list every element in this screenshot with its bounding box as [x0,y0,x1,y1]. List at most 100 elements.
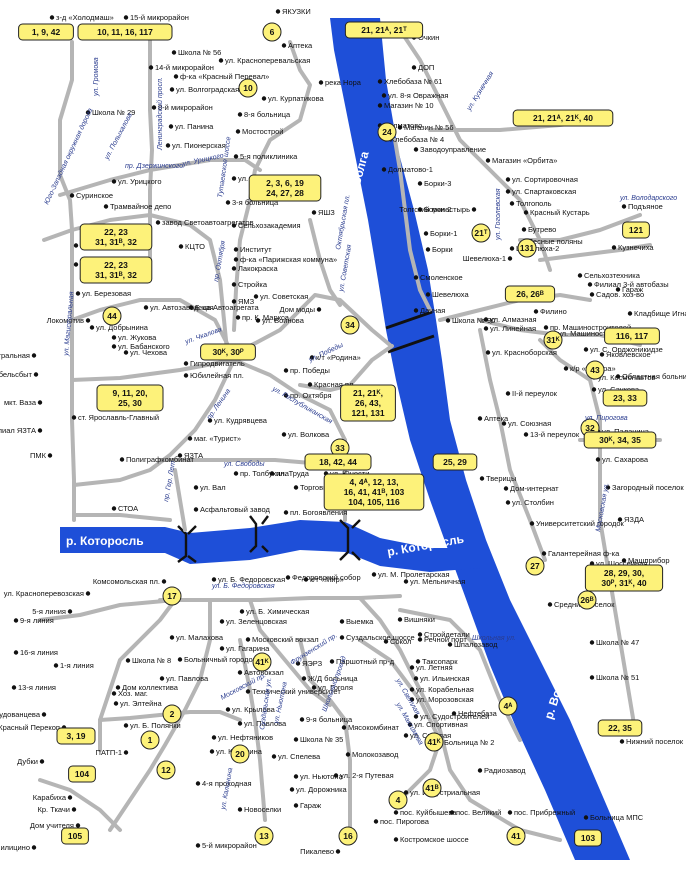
bridge-kotorosl-1 [177,525,197,563]
stop: ул. Мельничная [403,577,465,586]
route-numbers: 25, 29 [443,457,467,467]
stop-dot [41,712,47,717]
stop-dot [621,558,627,563]
stop-label: ул. Судостроителей [420,712,489,721]
stop-label: Асфальтовый завод [200,505,270,514]
route-rect [597,719,643,737]
route-rect [304,453,372,471]
stop-label: 15-й микрорайон [130,13,189,22]
route-circle [543,330,563,350]
stop-label: ПМК [30,451,47,460]
stop: пос. Прибрежный [507,808,575,817]
stop: ул. Спартаковская [505,187,576,196]
street-label: пр. Дзержинского [125,163,183,170]
stop-label: Красная пл. [314,380,355,389]
stop-label: ст. Ярославль-Главный [78,413,159,422]
stop-dot [521,227,527,232]
stop-dot [547,602,553,607]
stop-dot [103,204,109,209]
stop-dot [111,179,117,184]
stop: Нижний поселок [619,737,684,746]
stop-label: Кр. Ткачи [37,805,70,814]
route-box-b28: 25, 29 [432,453,478,471]
stop: ул. Добрынина [89,323,149,332]
stop: ул. Магистральная [0,351,37,360]
stop-label: Нефтебаза [458,709,498,718]
route-box-b38: 1 [140,730,160,750]
stop: Ж/Д больница [301,674,358,683]
stop: Хлебобаза № 61 [377,77,442,86]
stop: пр. Октября [283,391,332,400]
stop: Молокозавод [345,750,399,759]
stop: 13-я линия [11,683,56,692]
route-numbers: 1, 9, 42 [32,27,61,37]
stop: Садов. хоз-во [589,290,644,299]
stop-dot [449,810,455,815]
stop-label: 9-я больница [306,715,353,724]
stop-label: Ж/Д больница [308,674,358,683]
stop-dot [75,823,81,828]
route-rect [79,256,153,284]
stop-label: Подъяное [628,202,663,211]
route-number: 27 [530,561,540,571]
stop-dot [53,663,59,668]
stop-dot [381,93,387,98]
stop: Дом-интернат [503,484,559,493]
stop: Подъяное [621,202,663,211]
stop-dot [39,759,45,764]
stop: Борки [425,245,453,254]
stop-label: 9-я линия [20,616,54,625]
stop: 1-я линия [53,661,94,670]
stop: ул. Крылова [225,705,276,714]
stop-dot [31,353,37,358]
route-numbers: 10, 11, 16, 117 [97,27,153,37]
stop: Шевелюха-2 [509,244,559,253]
stop: Красная пл. [307,380,355,389]
route-number: 16 [343,831,353,841]
stop: Школа № 47 [589,638,639,647]
stop-dot [505,189,511,194]
stop: Борки-2 [417,205,451,214]
route-circle [471,223,491,243]
stop: ЯМЗ [231,297,255,306]
street-label: Октябрьская пл. [334,194,352,251]
stop-dot [316,307,322,312]
stop-label: Вишняки [404,615,435,624]
stop-label: Гараж [622,285,643,294]
stop: ул. Элтейна [113,699,163,708]
route-numbers: 104, 105, 116 [348,497,400,507]
stop-dot [417,632,423,637]
route-rect [61,827,89,845]
stop-dot [283,368,289,373]
stop-dot [413,714,419,719]
stop-dot [417,181,423,186]
stop-dot [345,752,351,757]
stop-label: ул. Гагарина [226,644,270,653]
route-rect [323,473,425,511]
stop-dot [233,257,239,262]
route-box-b44: 4 [388,790,408,810]
stop-dot [293,774,299,779]
stop-label: Университетский городок [536,519,625,528]
stop-dot [293,737,299,742]
stop-label: 13-й переулок [530,430,580,439]
stop: Гараж [615,285,643,294]
stop: Толгополь [509,199,552,208]
stop: Дом моды [279,305,322,314]
route-numbers: 30ᴾ, 31ᴷ, 40 [601,578,647,588]
stop-label: Борки-2 [424,205,451,214]
stop-label: ул. Гудованцева [0,710,41,719]
route-number: 10 [243,83,253,93]
stop-dot [195,843,201,848]
stop-dot [231,176,237,181]
stop-dot [505,177,511,182]
stop-label: Школа № 56 [178,48,221,57]
route-numbers: 116, 117 [616,331,648,341]
stop: Дубки [17,757,45,766]
stop-label: Школа № 35 [300,735,343,744]
stop: Загородный поселок [605,483,684,492]
stop-label: Нижний поселок [626,737,684,746]
stop-label: Магазин № 10 [384,101,434,110]
